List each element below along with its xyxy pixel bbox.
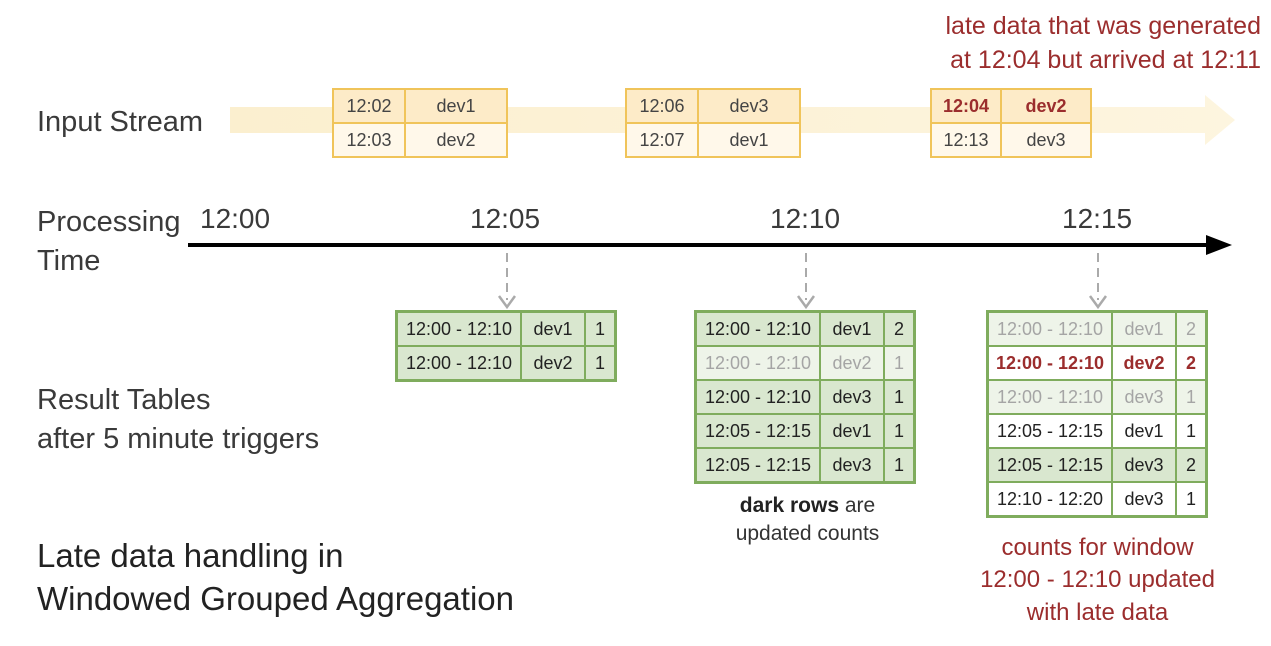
late-data-note-line1: late data that was generated (945, 12, 1261, 40)
table-row: 12:00 - 12:10 dev3 1 (697, 381, 913, 415)
device-cell: dev2 (522, 347, 586, 379)
input-stream-label: Input Stream (37, 106, 204, 138)
late-data-note-line2: at 12:04 but arrived at 12:11 (950, 45, 1261, 74)
table-row: 12:00 - 12:10 dev3 1 (989, 381, 1205, 415)
event-time: 12:13 (932, 124, 1002, 156)
input-event-box-2: 12:06 dev3 12:07 dev1 (625, 88, 801, 158)
diagram-title-line1: Late data handling in (37, 537, 344, 574)
time-tick-1210: 12:10 (770, 203, 841, 234)
window-cell: 12:05 - 12:15 (989, 449, 1113, 481)
device-cell: dev1 (821, 313, 885, 345)
window-cell: 12:00 - 12:10 (398, 313, 522, 345)
count-cell: 1 (1177, 381, 1205, 413)
event-time: 12:06 (627, 90, 699, 124)
dark-rows-note: dark rows are updated counts (700, 492, 915, 549)
device-cell: dev1 (821, 415, 885, 447)
result-table-1210: 12:00 - 12:10 dev1 2 12:00 - 12:10 dev2 … (694, 310, 916, 484)
device-cell: dev3 (821, 449, 885, 481)
window-cell: 12:00 - 12:10 (398, 347, 522, 379)
time-tick-1200: 12:00 (200, 203, 271, 234)
device-cell: dev1 (1113, 415, 1177, 447)
count-cell: 1 (885, 415, 913, 447)
event-time: 12:03 (334, 124, 406, 156)
count-cell: 1 (1177, 415, 1205, 447)
trigger-arrow-1215 (1088, 253, 1108, 310)
dark-rows-note-rest: are (839, 494, 876, 517)
time-axis-arrowhead (1206, 235, 1232, 255)
window-cell: 12:10 - 12:20 (989, 483, 1113, 515)
window-cell: 12:05 - 12:15 (697, 415, 821, 447)
table-row: 12:00 - 12:10 dev1 2 (697, 313, 913, 347)
count-cell: 2 (1177, 449, 1205, 481)
window-cell: 12:00 - 12:10 (697, 313, 821, 345)
counts-note-line1: counts for window (1001, 534, 1194, 561)
input-event-box-3: 12:04 dev2 12:13 dev3 (930, 88, 1092, 158)
table-row: 12:00 - 12:10 dev1 1 (398, 313, 614, 347)
processing-time-label-line1: Processing (37, 206, 181, 238)
late-event-device: dev2 (1002, 90, 1090, 124)
count-cell: 1 (1177, 483, 1205, 515)
result-table-1205: 12:00 - 12:10 dev1 1 12:00 - 12:10 dev2 … (395, 310, 617, 382)
device-cell: dev1 (1113, 313, 1177, 345)
counts-updated-note: counts for window 12:00 - 12:10 updated … (955, 532, 1240, 629)
count-cell: 1 (885, 347, 913, 379)
event-device: dev2 (406, 124, 506, 156)
table-row: 12:05 - 12:15 dev3 1 (697, 449, 913, 481)
event-device: dev1 (699, 124, 799, 156)
event-device: dev1 (406, 90, 506, 124)
table-row: 12:10 - 12:20 dev3 1 (989, 483, 1205, 515)
window-cell: 12:05 - 12:15 (989, 415, 1113, 447)
event-device: dev3 (1002, 124, 1090, 156)
counts-note-line3: with late data (1026, 598, 1169, 626)
processing-time-axis (188, 235, 1232, 310)
table-row: 12:05 - 12:15 dev3 2 (989, 449, 1205, 483)
result-tables-label-line1: Result Tables (37, 384, 211, 416)
late-data-note: late data that was generated at 12:04 bu… (945, 10, 1261, 78)
table-row: 12:00 - 12:10 dev2 1 (398, 347, 614, 379)
table-row: 12:00 - 12:10 dev1 2 (989, 313, 1205, 347)
event-time: 12:07 (627, 124, 699, 156)
counts-note-line2: 12:00 - 12:10 updated (980, 566, 1215, 594)
device-cell: dev3 (1113, 381, 1177, 413)
device-cell: dev2 (821, 347, 885, 379)
table-row: 12:05 - 12:15 dev1 1 (989, 415, 1205, 449)
diagram-title-line2: Windowed Grouped Aggregation (37, 580, 514, 617)
dark-rows-note-bold: dark rows (739, 494, 840, 517)
count-cell: 1 (885, 449, 913, 481)
device-cell: dev3 (821, 381, 885, 413)
time-tick-1205: 12:05 (470, 203, 541, 234)
table-row: 12:05 - 12:15 dev1 1 (697, 415, 913, 449)
result-table-1215: 12:00 - 12:10 dev1 2 12:00 - 12:10 dev2 … (986, 310, 1208, 518)
dark-rows-note-line2: updated counts (735, 522, 880, 546)
count-cell: 2 (1177, 347, 1205, 379)
event-device: dev3 (699, 90, 799, 124)
table-row: 12:00 - 12:10 dev2 1 (697, 347, 913, 381)
window-cell: 12:00 - 12:10 (697, 347, 821, 379)
count-cell: 1 (586, 313, 614, 345)
window-cell: 12:00 - 12:10 (989, 381, 1113, 413)
window-cell: 12:00 - 12:10 (989, 313, 1113, 345)
input-event-box-1: 12:02 dev1 12:03 dev2 (332, 88, 508, 158)
late-event-time: 12:04 (932, 90, 1002, 124)
result-tables-label-line2: after 5 minute triggers (37, 423, 320, 455)
count-cell: 2 (1177, 313, 1205, 345)
table-row-updated-late: 12:00 - 12:10 dev2 2 (989, 347, 1205, 381)
device-cell: dev3 (1113, 449, 1177, 481)
window-cell: 12:00 - 12:10 (989, 347, 1113, 379)
trigger-arrow-1210 (796, 253, 816, 310)
count-cell: 1 (885, 381, 913, 413)
device-cell: dev1 (522, 313, 586, 345)
event-time: 12:02 (334, 90, 406, 124)
device-cell: dev2 (1113, 347, 1177, 379)
device-cell: dev3 (1113, 483, 1177, 515)
count-cell: 2 (885, 313, 913, 345)
processing-time-label-line2: Time (37, 245, 101, 277)
count-cell: 1 (586, 347, 614, 379)
time-tick-1215: 12:15 (1062, 203, 1133, 234)
window-cell: 12:05 - 12:15 (697, 449, 821, 481)
window-cell: 12:00 - 12:10 (697, 381, 821, 413)
trigger-arrow-1205 (497, 253, 517, 310)
